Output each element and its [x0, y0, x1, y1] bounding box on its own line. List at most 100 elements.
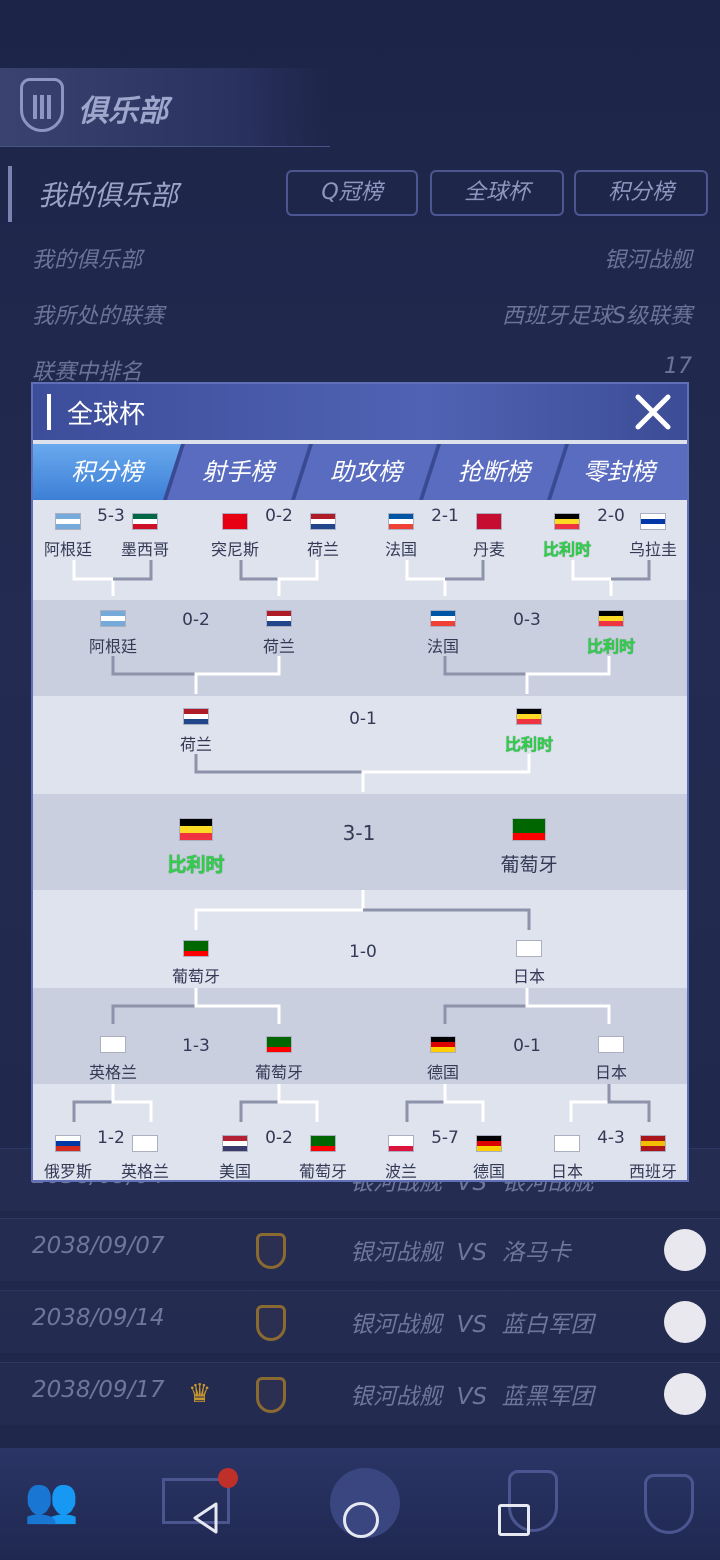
tab-standings[interactable]: 积分榜 [33, 444, 181, 500]
tab-assists[interactable]: 助攻榜 [295, 444, 437, 500]
close-icon[interactable] [633, 392, 673, 432]
flag-icon [598, 610, 624, 627]
match-score: 0-2 [265, 506, 293, 526]
crown-icon: ♛ [188, 1379, 212, 1409]
flag-icon [516, 708, 542, 725]
quarter-final-bottom [33, 988, 687, 1084]
flag-icon [430, 610, 456, 627]
team-name: 比利时 [586, 637, 635, 656]
match-score: 1-2 [97, 1128, 125, 1148]
match-score: 5-7 [431, 1128, 459, 1148]
match-teams: 银河战舰 VS 蓝白军团 [350, 1312, 594, 1338]
flag-icon [388, 513, 414, 530]
match-row[interactable]: 2038/09/07 银河战舰 VS 洛马卡 [0, 1218, 720, 1281]
club-shield-icon [20, 78, 64, 132]
flag-icon [100, 610, 126, 627]
flag-icon [512, 818, 546, 841]
flag-icon [516, 940, 542, 957]
match-score: 0-1 [513, 1036, 541, 1056]
bottom-nav: 👥 [0, 1448, 720, 1560]
match-teams: 银河战舰 VS 蓝黑军团 [350, 1384, 594, 1410]
tab-q-champions[interactable]: Q冠榜 [286, 170, 418, 216]
tab-standings[interactable]: 积分榜 [574, 170, 708, 216]
match-score: 1-3 [182, 1036, 210, 1056]
flag-icon [554, 513, 580, 530]
back-nav-icon[interactable] [192, 1502, 218, 1534]
global-cup-modal: 全球杯 积分榜 射手榜 助攻榜 抢断榜 零封榜 [31, 382, 689, 1182]
tab-global-cup[interactable]: 全球杯 [430, 170, 564, 216]
team-name: 西班牙 [628, 1162, 677, 1181]
trophy-nav-icon[interactable] [644, 1474, 694, 1534]
flag-icon [430, 1036, 456, 1053]
match-date: 2038/09/14 [32, 1305, 165, 1331]
flag-icon [310, 1135, 336, 1152]
club-crest-icon [256, 1305, 286, 1341]
tab-clean-sheets[interactable]: 零封榜 [551, 444, 687, 500]
match-teams: 银河战舰 VS 洛马卡 [350, 1240, 571, 1266]
match-score: 3-1 [342, 821, 376, 845]
flag-icon [55, 1135, 81, 1152]
info-row-rank: 联赛中排名 17 [32, 354, 692, 386]
team-name: 突尼斯 [210, 540, 259, 559]
team-name: 荷兰 [306, 540, 339, 559]
info-value: 西班牙足球S级联赛 [502, 304, 692, 329]
team-name: 葡萄牙 [298, 1162, 347, 1181]
info-row-league: 我所处的联赛 西班牙足球S级联赛 [32, 298, 692, 330]
team-name: 荷兰 [262, 637, 295, 656]
team-name: 比利时 [504, 735, 553, 754]
flag-icon [640, 513, 666, 530]
team-name: 美国 [218, 1162, 251, 1181]
info-value: 17 [664, 354, 692, 379]
team-name: 波兰 [384, 1162, 417, 1181]
team-name: 法国 [384, 540, 417, 559]
match-row[interactable]: 2038/09/14 银河战舰 VS 蓝白军团 [0, 1290, 720, 1353]
team-name: 俄罗斯 [43, 1162, 92, 1181]
match-score: 4-3 [597, 1128, 625, 1148]
semi-final-top [33, 696, 687, 794]
club-nav-icon[interactable] [508, 1470, 558, 1532]
team-name: 日本 [512, 967, 545, 986]
team-name: 英格兰 [120, 1162, 169, 1181]
info-label: 联赛中排名 [32, 360, 143, 385]
info-label: 我所处的联赛 [32, 304, 165, 329]
tab-top-scorers[interactable]: 射手榜 [167, 444, 309, 500]
flag-icon [266, 610, 292, 627]
flag-icon [266, 1036, 292, 1053]
team-name: 葡萄牙 [254, 1063, 303, 1082]
recents-nav-icon[interactable] [498, 1504, 530, 1536]
home-nav-icon[interactable] [343, 1502, 379, 1538]
team-name: 葡萄牙 [171, 967, 220, 986]
pitch-icon[interactable] [162, 1478, 230, 1524]
info-row-my-club: 我的俱乐部 银河战舰 [32, 242, 692, 274]
modal-header: 全球杯 [33, 384, 687, 440]
club-crest-icon [256, 1233, 286, 1269]
match-date: 2038/09/17 [32, 1377, 165, 1403]
info-label: 我的俱乐部 [32, 248, 143, 273]
round-of-16-bottom [33, 1084, 687, 1180]
flag-icon [222, 513, 248, 530]
quarter-final-top [33, 600, 687, 696]
team-name: 德国 [426, 1063, 459, 1082]
my-club-title: 我的俱乐部 [38, 179, 179, 212]
team-name: 比利时 [167, 854, 225, 876]
match-row[interactable]: 2038/09/17 ♛ 银河战舰 VS 蓝黑军团 [0, 1362, 720, 1425]
team-name: 德国 [472, 1162, 505, 1181]
info-value: 银河战舰 [603, 248, 692, 273]
match-score: 2-0 [597, 506, 625, 526]
modal-title: 全球杯 [67, 400, 146, 430]
team-name: 英格兰 [88, 1063, 137, 1082]
flag-icon [476, 1135, 502, 1152]
semi-final-bottom [33, 890, 687, 988]
flag-icon [222, 1135, 248, 1152]
flag-icon [310, 513, 336, 530]
bracket-lines [72, 560, 651, 1122]
flag-icon [55, 513, 81, 530]
players-icon[interactable]: 👥 [24, 1475, 79, 1526]
club-crest-icon [256, 1377, 286, 1413]
final [33, 794, 687, 890]
team-name: 阿根廷 [88, 637, 137, 656]
flag-icon [132, 1135, 158, 1152]
match-score: 2-1 [431, 506, 459, 526]
flag-icon [640, 1135, 666, 1152]
tab-tackles[interactable]: 抢断榜 [423, 444, 565, 500]
